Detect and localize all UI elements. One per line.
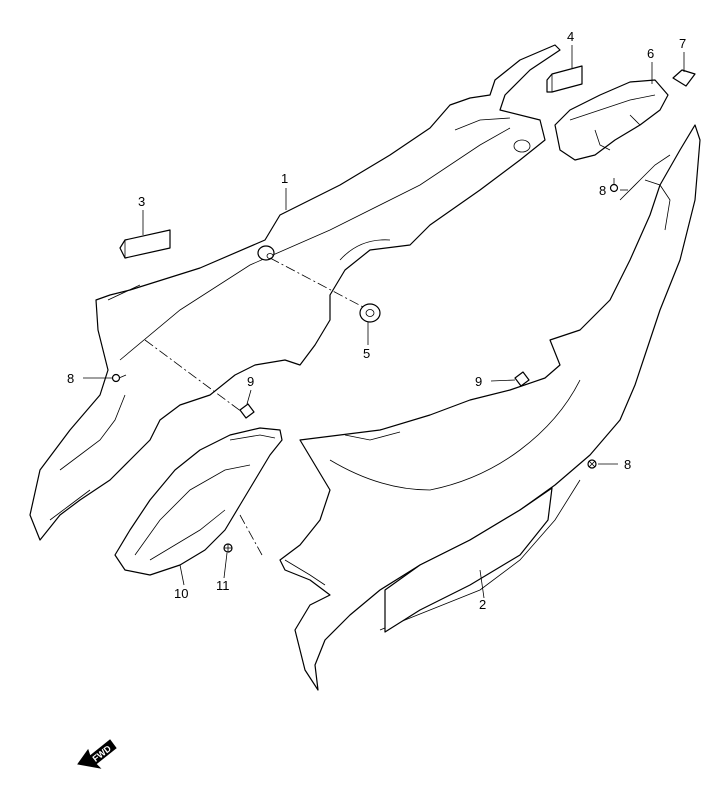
- fwd-arrow-icon: FWD: [77, 739, 117, 769]
- callout-10: 10: [174, 586, 188, 601]
- mount-boss: [257, 245, 275, 261]
- part-11-screw: [223, 543, 233, 553]
- callout-9-left: 9: [247, 374, 254, 389]
- part-5-grommet: [359, 303, 381, 323]
- callout-9-right: 9: [475, 374, 482, 389]
- part-9-clip-right: [514, 371, 530, 387]
- part-7-pad: [672, 69, 696, 87]
- callout-3: 3: [138, 194, 145, 209]
- assembly-line-11: [239, 514, 263, 556]
- part-6-rear-bracket: [554, 79, 669, 161]
- callout-2: 2: [479, 597, 486, 612]
- part-3-pad: [119, 229, 171, 259]
- part-10-side-cover: [114, 427, 283, 576]
- callout-8-right-upper: 8: [599, 183, 606, 198]
- callout-5: 5: [363, 346, 370, 361]
- part-2-frame-cover-right: [279, 124, 701, 691]
- callout-1: 1: [281, 171, 288, 186]
- part-2-lower-skirt: [384, 487, 553, 633]
- assembly-line-9: [144, 339, 243, 413]
- callout-6: 6: [647, 46, 654, 61]
- callout-11: 11: [216, 578, 230, 593]
- part-4-pad: [546, 65, 583, 93]
- part-8-screw-left: [111, 373, 127, 383]
- callout-8-right-lower: 8: [624, 457, 631, 472]
- part-8-screw-right-lower: [587, 459, 597, 469]
- part-9-clip-left: [239, 403, 255, 419]
- callout-4: 4: [567, 29, 574, 44]
- leader-lines: [83, 45, 685, 599]
- part-1-frame-cover-left: [29, 44, 561, 541]
- callout-8-left: 8: [67, 371, 74, 386]
- callout-7: 7: [679, 36, 686, 51]
- part-8-screw-right-upper: [609, 178, 619, 193]
